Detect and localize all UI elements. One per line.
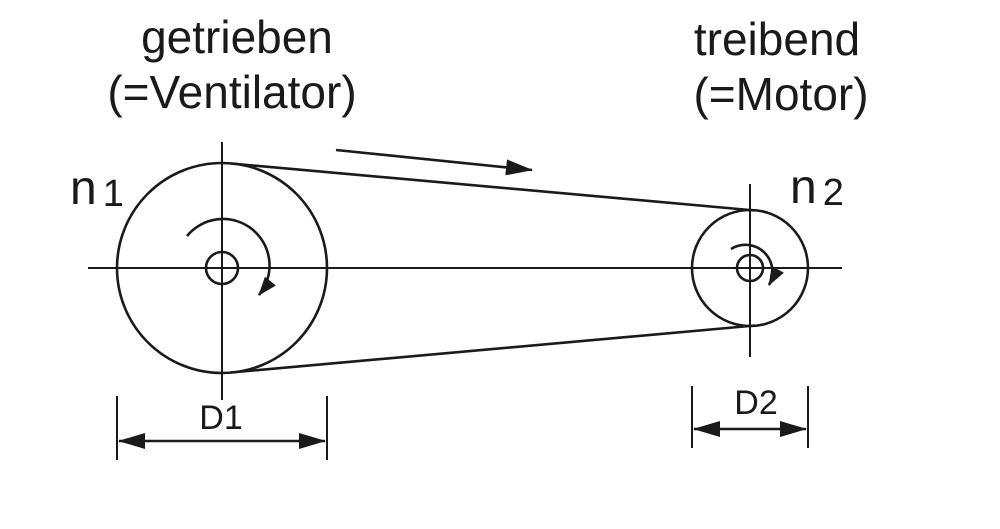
driving-title: treibend (694, 13, 860, 65)
n2-symbol: n (790, 161, 817, 214)
driven-pulley-hub (204, 250, 240, 286)
driven-title: getrieben (141, 11, 333, 63)
belt-top-line (230, 162, 756, 212)
driving-rotation-arrow (730, 243, 784, 286)
driven-subtitle: (=Ventilator) (107, 66, 356, 118)
driving-subtitle: (=Motor) (693, 68, 868, 120)
driven-rotation-arrow (185, 217, 276, 296)
driven-pulley-circle (115, 161, 329, 375)
n1-symbol: n (70, 162, 97, 215)
driving-pulley-hub (735, 253, 765, 283)
belt-bottom-line (230, 324, 756, 374)
belt-direction-arrow (335, 148, 533, 176)
d2-label: D2 (734, 384, 777, 422)
n1-index: 1 (103, 173, 124, 215)
n2-index: 2 (823, 172, 844, 214)
d1-label: D1 (199, 399, 242, 437)
